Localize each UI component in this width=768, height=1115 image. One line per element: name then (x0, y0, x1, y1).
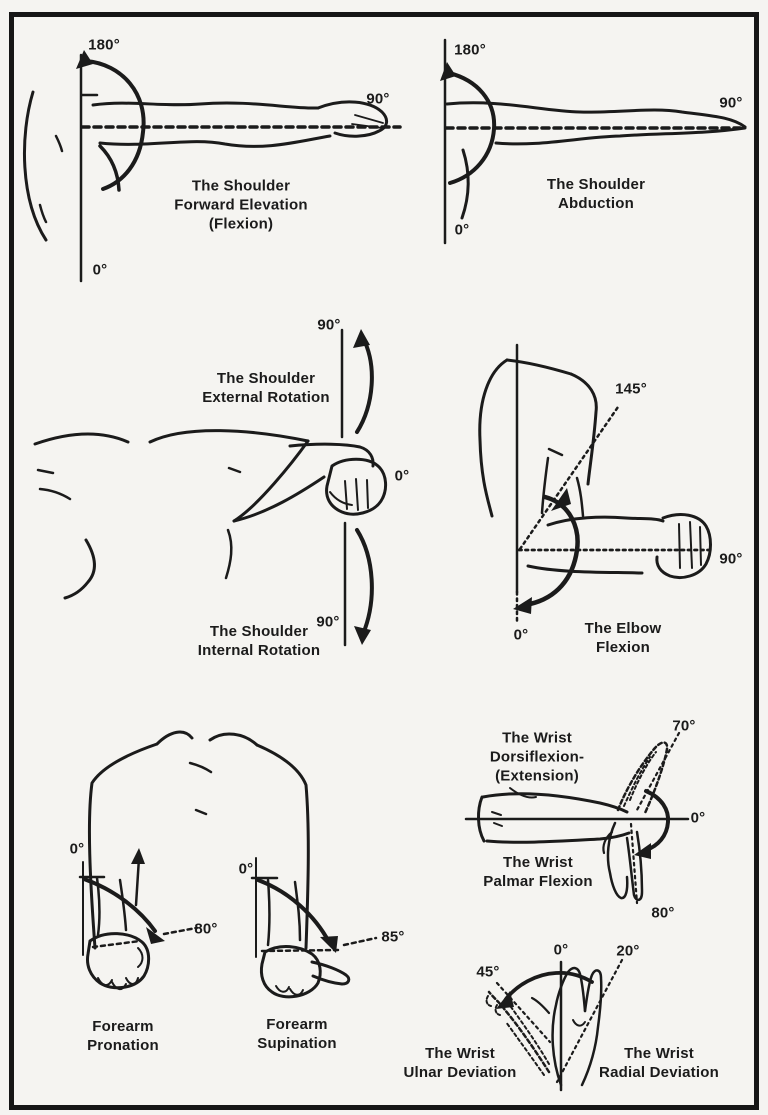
angle-label-dorsiflexion-70: 70° (672, 717, 696, 735)
angle-label-shoulder-flexion-180: 180° (88, 36, 120, 54)
angle-label-elbow-145: 145° (615, 380, 647, 398)
arrow-up-icon (440, 62, 456, 81)
angle-label-pronation-0: 0° (69, 840, 85, 858)
arrow-left-icon (513, 597, 532, 614)
caption-elbow-flexion: The Elbow Flexion (584, 620, 662, 656)
angle-label-shoulder-flexion-90: 90° (366, 90, 390, 108)
caption-forearm-supination: Forearm Supination (257, 1016, 337, 1052)
angle-label-pronation-80: 80° (194, 920, 218, 938)
angle-label-rotation-0: 0° (394, 467, 410, 485)
angle-label-supination-0: 0° (238, 860, 254, 878)
angle-label-shoulder-abduction-180: 180° (454, 41, 486, 59)
arrow-supination-icon (320, 936, 338, 953)
angle-label-radial-20: 20° (616, 942, 640, 960)
elbow-flexion-figure (478, 343, 714, 626)
angle-label-wrist-0: 0° (690, 809, 706, 827)
angle-label-shoulder-abduction-90: 90° (719, 94, 743, 112)
caption-internal-rotation: The Shoulder Internal Rotation (197, 623, 321, 659)
angle-label-supination-85: 85° (381, 928, 405, 946)
page-border (9, 12, 759, 1110)
caption-wrist-palmar-flexion: The Wrist Palmar Flexion (483, 854, 593, 890)
angle-label-ulnar-45: 45° (476, 963, 500, 981)
forearm-figure (78, 730, 378, 999)
angle-label-elbow-0: 0° (513, 626, 529, 644)
wrist-flexion-figure (464, 731, 690, 905)
angle-label-palmar-80: 80° (651, 904, 675, 922)
caption-shoulder-abduction: The Shoulder Abduction (546, 176, 646, 212)
angle-label-deviation-0: 0° (553, 941, 569, 959)
angle-label-shoulder-flexion-0: 0° (92, 261, 108, 279)
angle-label-elbow-90: 90° (719, 550, 743, 568)
angle-label-internal-rotation-90: 90° (316, 613, 340, 631)
caption-external-rotation: The Shoulder External Rotation (202, 370, 330, 406)
caption-shoulder-flexion: The Shoulder Forward Elevation (Flexion) (174, 177, 308, 233)
shoulder-abduction-figure (440, 38, 747, 245)
caption-wrist-ulnar-deviation: The Wrist Ulnar Deviation (403, 1045, 517, 1081)
arrow-up-icon (353, 329, 370, 348)
angle-label-external-rotation-90: 90° (317, 316, 341, 334)
caption-wrist-dorsiflexion: The Wrist Dorsiflexion- (Extension) (489, 729, 585, 785)
shoulder-rotation-figure (33, 328, 387, 647)
caption-forearm-pronation: Forearm Pronation (87, 1018, 159, 1054)
arrow-down-icon (354, 626, 371, 645)
arrow-up-icon (76, 50, 93, 69)
arrow-diagonal-icon (551, 488, 571, 511)
wrist-deviation-figure (485, 958, 624, 1092)
arrow-down-icon (634, 843, 651, 859)
angle-label-shoulder-abduction-0: 0° (454, 221, 470, 239)
arrow-up-icon (131, 848, 145, 864)
arrow-pronation-icon (146, 927, 165, 944)
shoulder-flexion-figure (23, 50, 402, 283)
caption-wrist-radial-deviation: The Wrist Radial Deviation (599, 1045, 719, 1081)
